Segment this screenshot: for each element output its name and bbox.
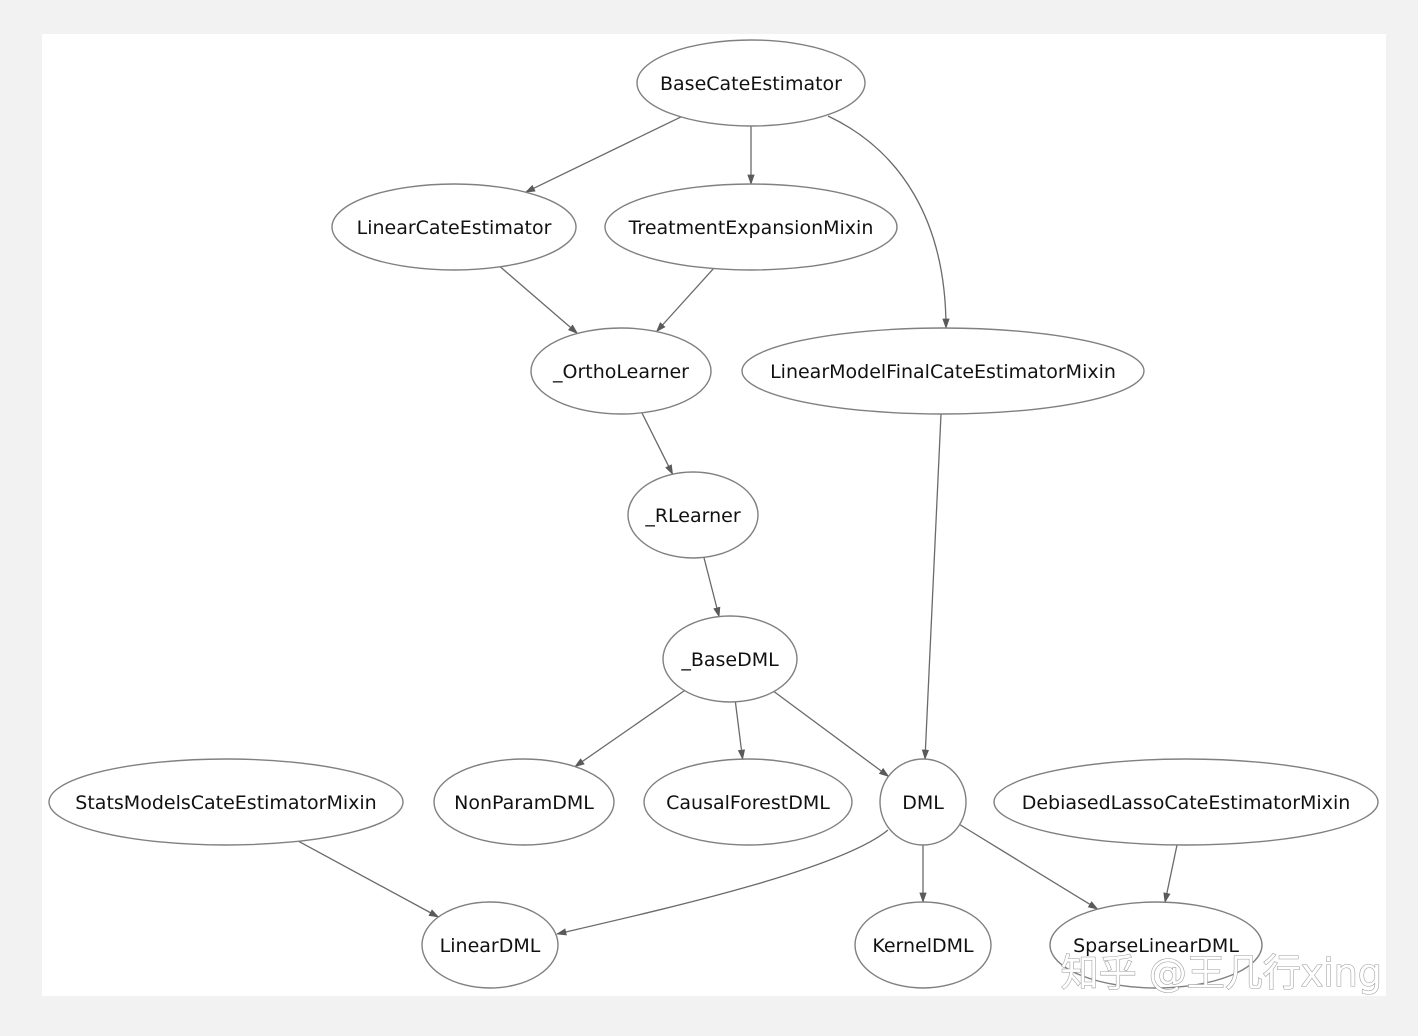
node-ellipse [421, 901, 559, 989]
edge-linear-cate-estimator-to-ortho-learner [499, 266, 579, 335]
node-ellipse [604, 183, 898, 271]
edge-debiased-lasso-cate-estimator-mixin-to-sparse-linear-dml [1163, 844, 1178, 904]
node-label: _OrthoLearner [552, 361, 689, 383]
node-ellipse [433, 758, 615, 846]
node-label: DebiasedLassoCateEstimatorMixin [1022, 792, 1351, 814]
node-label: LinearModelFinalCateEstimatorMixin [770, 361, 1116, 383]
node-non-param-dml: NonParamDML [433, 758, 615, 846]
node-label: LinearCateEstimator [357, 217, 552, 239]
node-sparse-linear-dml: SparseLinearDML [1049, 901, 1263, 989]
node-label: StatsModelsCateEstimatorMixin [75, 792, 376, 814]
edge-base-dml-to-dml [773, 690, 890, 778]
node-ellipse [627, 471, 759, 559]
node-linear-model-final-cate-estimator-mixin: LinearModelFinalCateEstimatorMixin [741, 327, 1145, 415]
node-linear-dml: LinearDML [421, 901, 559, 989]
node-label: CausalForestDML [666, 792, 830, 814]
node-ellipse [1049, 901, 1263, 989]
edge-base-cate-estimator-to-linear-cate-estimator [524, 116, 682, 193]
node-debiased-lasso-cate-estimator-mixin: DebiasedLassoCateEstimatorMixin [993, 758, 1379, 846]
node-ellipse [741, 327, 1145, 415]
edge-stats-models-cate-estimator-mixin-to-linear-dml [298, 840, 440, 918]
edge-base-dml-to-non-param-dml [574, 690, 685, 768]
node-treatment-expansion-mixin: TreatmentExpansionMixin [604, 183, 898, 271]
node-label: NonParamDML [454, 792, 594, 814]
node-ellipse [854, 901, 992, 989]
node-ellipse [643, 758, 853, 846]
node-label: BaseCateEstimator [660, 73, 842, 95]
edge-base-cate-estimator-to-linear-model-final-cate-estimator-mixin [827, 115, 950, 330]
node-base-dml: _BaseDML [662, 615, 798, 703]
node-label: LinearDML [440, 935, 541, 957]
node-causal-forest-dml: CausalForestDML [643, 758, 853, 846]
node-base-cate-estimator: BaseCateEstimator [636, 39, 866, 127]
node-ortho-learner: _OrthoLearner [530, 327, 712, 415]
node-dml: DML [879, 758, 967, 846]
node-stats-models-cate-estimator-mixin: StatsModelsCateEstimatorMixin [48, 758, 404, 846]
edge-dml-to-sparse-linear-dml [959, 823, 1099, 910]
node-ellipse [636, 39, 866, 127]
node-linear-cate-estimator: LinearCateEstimator [331, 183, 577, 271]
watermark-text: 知乎 @王几行xing [1061, 951, 1382, 995]
edges-layer [298, 115, 1178, 936]
node-r-learner: _RLearner [627, 471, 759, 559]
node-label: SparseLinearDML [1073, 935, 1239, 957]
node-label: KernelDML [872, 935, 974, 957]
node-ellipse [530, 327, 712, 415]
node-ellipse [331, 183, 577, 271]
node-ellipse [48, 758, 404, 846]
edge-dml-to-linear-dml [555, 829, 889, 936]
node-label: _RLearner [644, 505, 740, 527]
edge-base-dml-to-causal-forest-dml [734, 701, 746, 761]
edge-treatment-expansion-mixin-to-ortho-learner [655, 268, 714, 333]
node-ellipse [662, 615, 798, 703]
node-label: TreatmentExpansionMixin [628, 217, 874, 239]
node-kernel-dml: KernelDML [854, 901, 992, 989]
node-ellipse [993, 758, 1379, 846]
edge-r-learner-to-base-dml [703, 557, 721, 618]
edge-ortho-learner-to-r-learner [641, 412, 674, 476]
edge-linear-model-final-cate-estimator-mixin-to-dml [921, 413, 942, 761]
node-ellipse [879, 758, 967, 846]
node-label: _BaseDML [680, 649, 779, 671]
node-label: DML [902, 792, 944, 814]
